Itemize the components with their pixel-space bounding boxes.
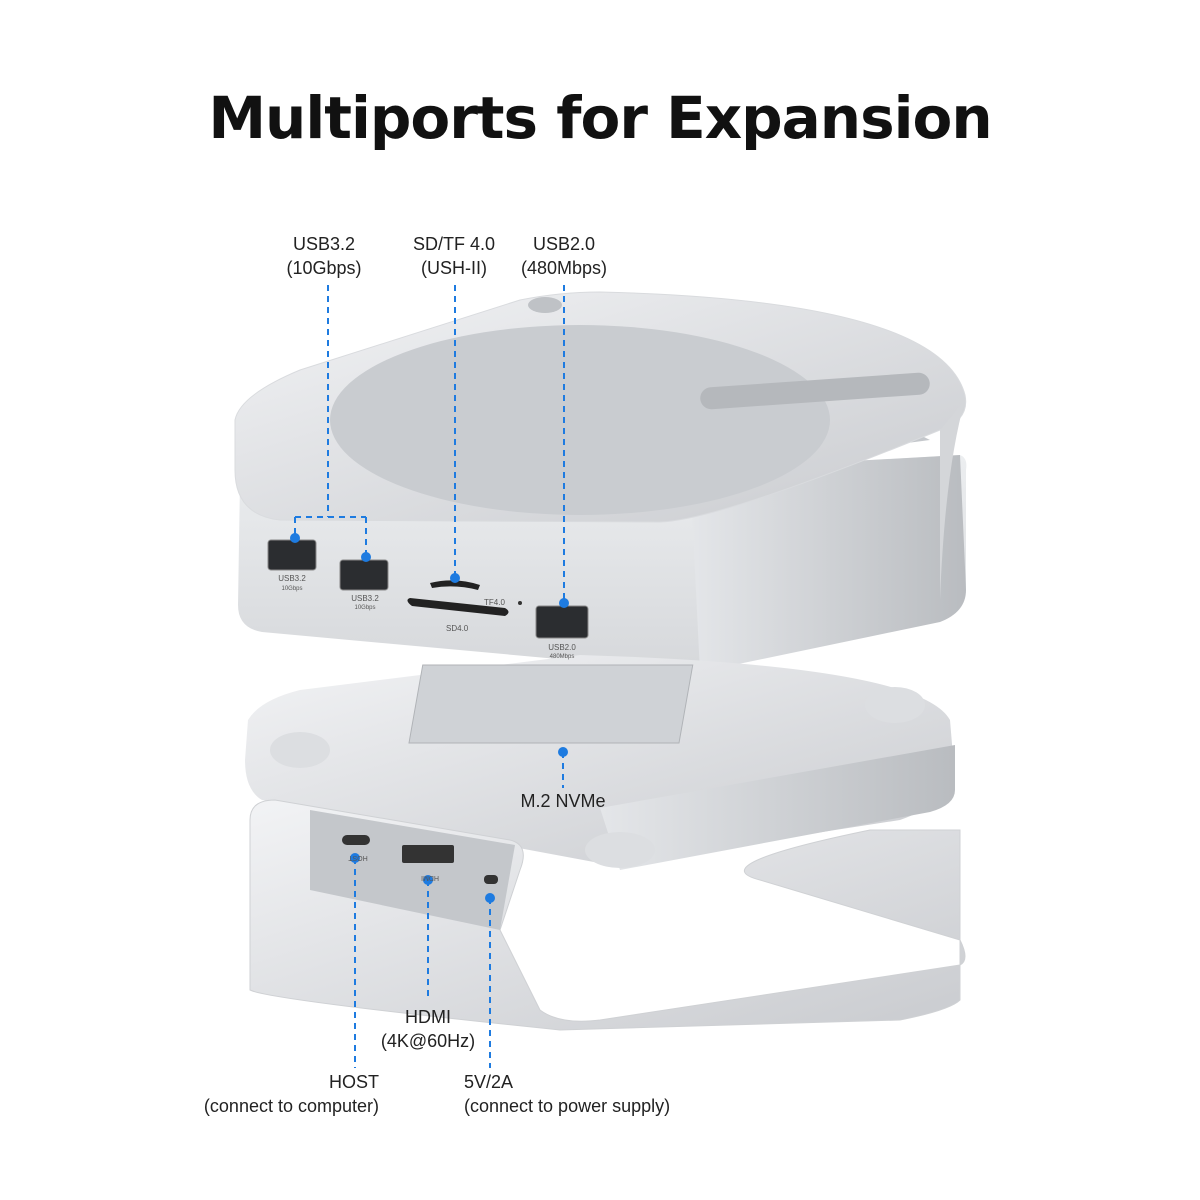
callout-host: HOST (connect to computer)	[204, 1070, 379, 1118]
callout-dots	[290, 533, 569, 903]
port-engravings: USB3.2 10Gbps USB3.2 10Gbps TF4.0 SD4.0 …	[278, 574, 576, 881]
callout-power-name: 5V/2A	[464, 1072, 514, 1092]
engraving-sd: SD4.0	[446, 624, 469, 633]
callout-usb32: USB3.2 (10Gbps)	[286, 232, 361, 280]
callout-sdtf: SD/TF 4.0 (USH-II)	[413, 232, 495, 280]
engraving-usb32-2: USB3.2	[351, 594, 379, 603]
callout-hdmi-spec: (4K@60Hz)	[380, 1031, 476, 1051]
engraving-usb32-speed: 10Gbps	[281, 586, 302, 592]
engraving-usb20: USB2.0	[548, 643, 576, 652]
page-title: Multiports for Expansion	[208, 84, 992, 152]
callout-usb20: USB2.0 (480Mbps)	[521, 232, 607, 280]
power-port	[484, 875, 498, 884]
nvme-heatsink	[408, 664, 694, 744]
hdmi-port	[402, 845, 454, 863]
engraving-tf: TF4.0	[484, 598, 505, 607]
engraving-usb32-speed-2: 10Gbps	[354, 605, 375, 611]
callout-hdmi-name: HDMI	[405, 1007, 451, 1027]
callout-host-name: HOST	[328, 1072, 379, 1092]
callout-usb32-speed: (10Gbps)	[286, 258, 362, 278]
callout-m2-name: M.2 NVMe	[520, 791, 606, 811]
sd-slot	[407, 598, 509, 616]
usb32-port-1	[267, 539, 317, 571]
tf-slot	[430, 580, 480, 590]
bottom-stand	[245, 655, 966, 1031]
usb32-port-2	[339, 559, 389, 591]
engraving-host: HOST	[348, 854, 368, 861]
callout-power: 5V/2A (connect to power supply)	[464, 1070, 670, 1118]
callout-usb20-name: USB2.0	[532, 234, 596, 254]
callout-sdtf-name: SD/TF 4.0	[412, 234, 496, 254]
callout-usb32-name: USB3.2	[292, 234, 356, 254]
engraving-usb32: USB3.2	[278, 574, 306, 583]
callout-power-desc: (connect to power supply)	[464, 1096, 671, 1116]
callout-sdtf-spec: (USH-II)	[421, 258, 487, 278]
callout-usb20-speed: (480Mbps)	[520, 258, 608, 278]
callout-host-desc: (connect to computer)	[203, 1096, 379, 1116]
callout-m2: M.2 NVMe	[520, 789, 605, 813]
callout-hdmi: HDMI (4K@60Hz)	[381, 1005, 475, 1053]
engraving-usb20-speed: 480Mbps	[550, 654, 575, 660]
callout-lines	[294, 285, 565, 1068]
engraving-hdmi: HDMI	[421, 874, 439, 881]
host-usbc-port	[342, 835, 370, 845]
top-stand	[234, 291, 967, 600]
front-ports	[267, 539, 589, 639]
usb20-port	[535, 605, 589, 639]
